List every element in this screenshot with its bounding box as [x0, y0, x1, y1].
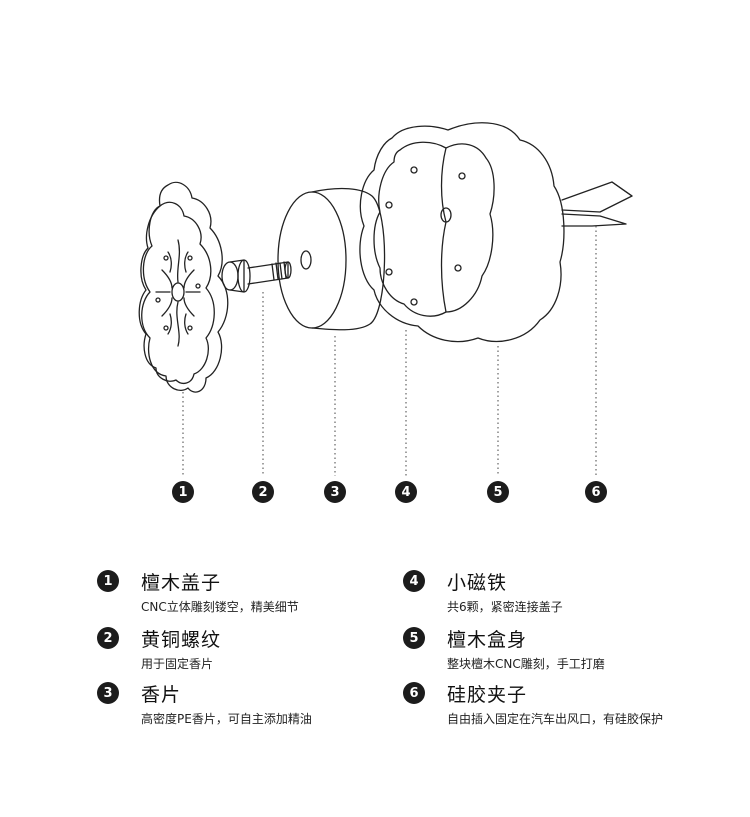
legend-description: 共6颗，紧密连接盖子	[447, 600, 563, 614]
legend-description: 整块檀木CNC雕刻，手工打磨	[447, 657, 605, 671]
callout-3: 3	[324, 481, 346, 503]
legend-description: 自由插入固定在汽车出风口，有硅胶保护	[447, 712, 664, 726]
legend-title: 香片	[141, 684, 182, 706]
legend-number: 2	[97, 627, 119, 649]
callout-1: 1	[172, 481, 194, 503]
brass-screw	[221, 259, 292, 293]
legend-number: 1	[97, 570, 119, 592]
legend-title: 黄铜螺纹	[141, 629, 222, 651]
legend-number: 4	[403, 570, 425, 592]
legend-title: 檀木盖子	[141, 572, 222, 594]
sandalwood-body	[359, 122, 565, 343]
exploded-view-diagram	[138, 122, 633, 476]
silicone-clip	[561, 181, 633, 227]
legend-description: CNC立体雕刻镂空，精美细节	[141, 600, 299, 614]
legend-title: 小磁铁	[447, 572, 508, 594]
legend-title: 硅胶夹子	[447, 684, 528, 706]
scent-pad	[277, 187, 386, 331]
legend-description: 用于固定香片	[141, 657, 214, 671]
legend-title: 檀木盒身	[447, 629, 528, 651]
legend-description: 高密度PE香片，可自主添加精油	[141, 712, 312, 726]
legend-number: 3	[97, 682, 119, 704]
legend-number: 5	[403, 627, 425, 649]
callout-5: 5	[487, 481, 509, 503]
legend-number: 6	[403, 682, 425, 704]
sandalwood-lid	[138, 181, 229, 393]
callout-6: 6	[585, 481, 607, 503]
callout-4: 4	[395, 481, 417, 503]
callout-2: 2	[252, 481, 274, 503]
